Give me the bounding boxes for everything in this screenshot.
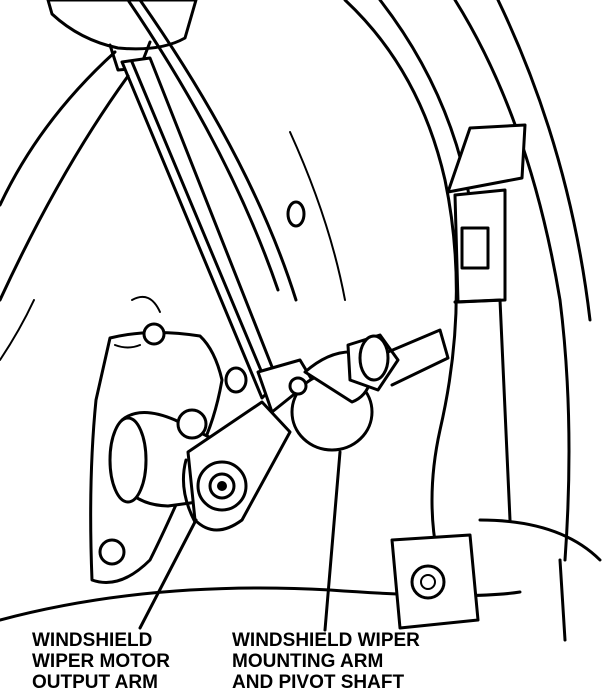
label-mounting-arm-line3: AND PIVOT SHAFT (232, 672, 405, 693)
upper-housing (46, 0, 198, 72)
label-mounting-arm-line1: WINDSHIELD WIPER (232, 630, 420, 651)
leader-mounting-arm (323, 450, 342, 632)
label-mounting-arm-pivot: WINDSHIELD WIPER MOUNTING ARM AND PIVOT … (232, 630, 420, 693)
label-motor-output-arm: WINDSHIELD WIPER MOTOR OUTPUT ARM (32, 630, 170, 693)
motor-output-arm (181, 400, 292, 532)
cowl-panel (126, 0, 472, 602)
label-motor-output-arm-line2: WIPER MOTOR (32, 651, 170, 672)
label-motor-output-arm-line3: OUTPUT ARM (32, 672, 158, 693)
door-pillar-right (390, 0, 602, 642)
leader-lines (138, 450, 342, 632)
label-motor-output-arm-line1: WINDSHIELD (32, 630, 153, 651)
leader-motor-output-arm (138, 518, 198, 630)
mounting-arm-pivot (256, 328, 450, 452)
label-mounting-arm-line2: MOUNTING ARM (232, 651, 384, 672)
